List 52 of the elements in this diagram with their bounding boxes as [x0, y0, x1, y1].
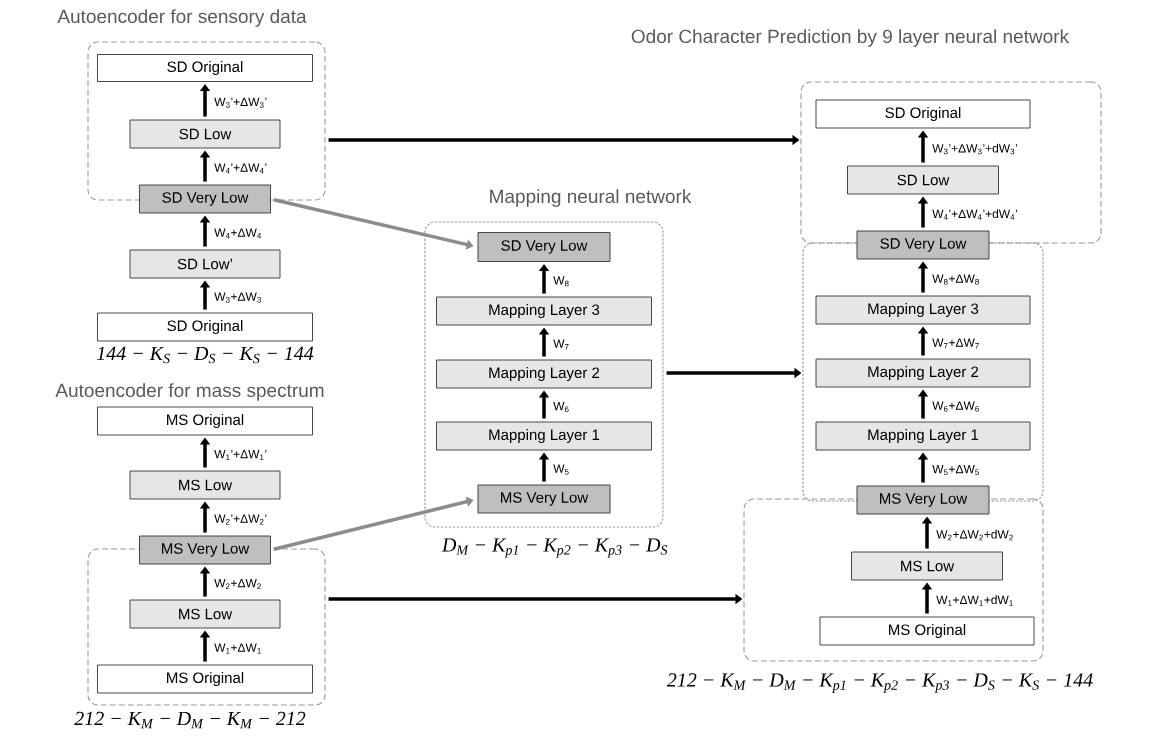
weight-label: W$_{1}$+ΔW$_{1}$ — [213, 642, 263, 655]
weight-label: W$_{5}$ — [552, 463, 571, 476]
layer-box: SD Original — [97, 312, 313, 342]
layer-box: Mapping Layer 1 — [436, 421, 652, 451]
layer-box: SD Very Low — [477, 232, 611, 262]
layer-box: SD Original — [97, 54, 313, 82]
layer-box: MS Very Low — [856, 485, 990, 515]
layer-box: Mapping Layer 2 — [815, 358, 1031, 388]
layer-box: SD Low — [847, 165, 999, 195]
weight-label: W$_{3}$+ΔW$_{3}$ — [213, 291, 263, 304]
weight-label: W$_{1}$+ΔW$_{1}$+dW$_{1}$ — [935, 594, 1015, 607]
layer-box: MS Low — [851, 551, 1003, 581]
layer-box: SD Low’ — [129, 249, 281, 279]
formula-text: D$_{M}$ − K$_{p1}$ − K$_{p2}$ − K$_{p3}$ − D$_{S}$ — [441, 538, 668, 558]
weight-label: W$_{8}$+ΔW$_{8}$ — [931, 273, 981, 286]
weight-label: W$_{5}$+ΔW$_{5}$ — [931, 463, 981, 477]
layer-box: Mapping Layer 3 — [436, 296, 652, 326]
layer-box: Mapping Layer 1 — [815, 421, 1031, 451]
group-title: Odor Character Prediction by 9 layer neural network — [631, 29, 1070, 47]
layer-box: Mapping Layer 3 — [815, 295, 1031, 325]
layer-box: MS Original — [97, 664, 313, 694]
formula-text: 144 − K$_{S}$ − D$_{S}$ − K$_{S}$ − 144 — [96, 346, 314, 364]
weight-label: W$_{8}$ — [552, 275, 571, 288]
arrow — [273, 496, 474, 551]
weight-label: W$_{1}$’+ΔW$_{1}$’ — [213, 449, 269, 462]
layer-box: SD Very Low — [856, 230, 990, 260]
weight-label: W$_{4}$’+ΔW$_{4}$’+dW$_{4}$’ — [931, 208, 1019, 221]
weight-label: W$_{4}$’+ΔW$_{4}$’ — [213, 162, 269, 175]
weight-label: W$_{3}$’+ΔW$_{3}$’+dW$_{3}$’ — [931, 142, 1019, 156]
weight-label: W$_{2}$+ΔW$_{2}$ — [213, 578, 263, 591]
weight-label: W$_{2}$’+ΔW$_{2}$’ — [213, 513, 269, 526]
layer-box: MS Original — [97, 406, 313, 436]
layer-box: SD Low — [129, 119, 281, 149]
weight-label: W$_{7}$+ΔW$_{7}$ — [931, 337, 981, 350]
formula-text: 212 − K$_{M}$ − D$_{M}$ − K$_{p1}$ − K$_{p2}$ − K$_{p3}$ − D$_{S}$ − K$_{S}$ − 144 — [666, 673, 1093, 693]
section-title: Autoencoder for mass spectrum — [55, 383, 324, 401]
layer-box: SD Original — [815, 99, 1031, 129]
weight-label: W$_{4}$+ΔW$_{4}$ — [213, 227, 263, 240]
group-title: Mapping neural network — [490, 189, 692, 207]
weight-label: W$_{3}$’+ΔW$_{3}$’ — [213, 96, 269, 109]
layer-box: MS Very Low — [477, 484, 611, 514]
weight-label: W$_{2}$+ΔW$_{2}$+dW$_{2}$ — [935, 528, 1015, 542]
weight-label: W$_{6}$+ΔW$_{6}$ — [931, 400, 981, 413]
layer-box: Mapping Layer 2 — [436, 359, 652, 389]
layer-box: MS Low — [129, 599, 281, 629]
weight-label: W$_{7}$ — [552, 338, 571, 351]
layer-box: SD Very Low — [139, 184, 271, 214]
layer-box: MS Original — [819, 616, 1035, 646]
layer-box: MS Low — [129, 470, 281, 500]
group-title: Autoencoder for sensory data — [57, 9, 307, 27]
weight-label: W$_{6}$ — [552, 400, 571, 414]
layer-box: MS Very Low — [139, 535, 271, 565]
